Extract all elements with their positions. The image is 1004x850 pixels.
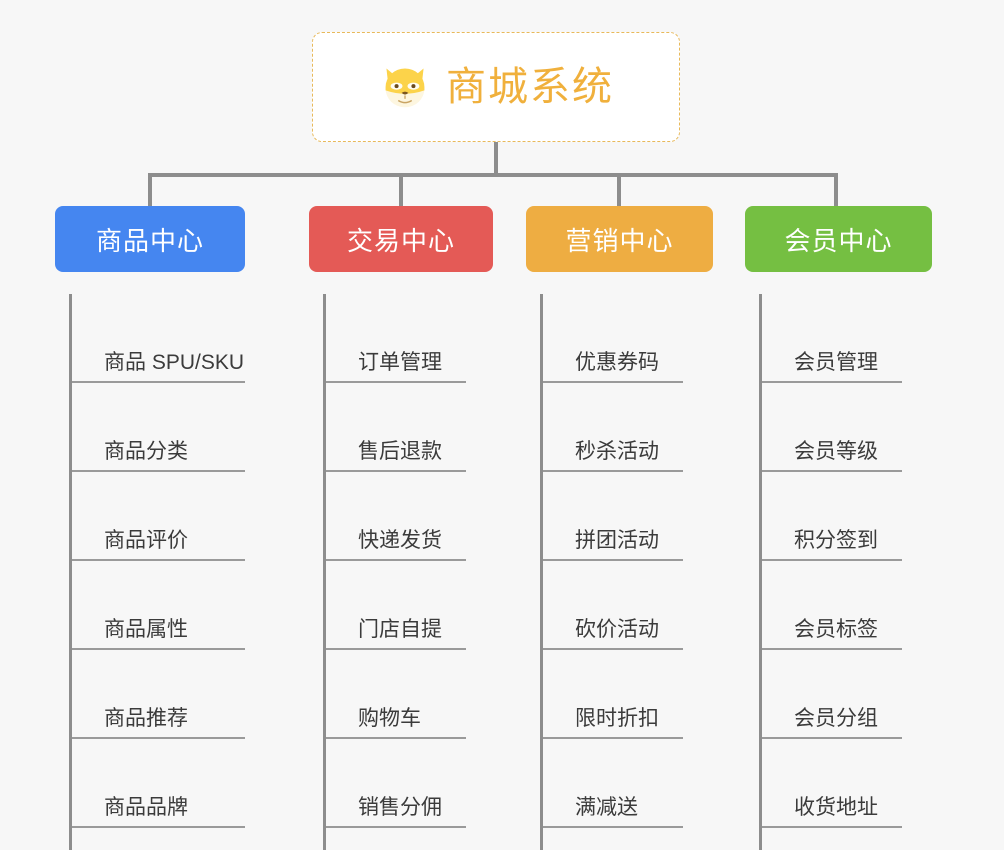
item-label: 销售分佣 <box>326 795 466 828</box>
item-label: 快递发货 <box>326 528 466 561</box>
item-label: 会员管理 <box>762 350 902 383</box>
list-item[interactable]: 售后退款 <box>326 383 499 472</box>
list-item[interactable]: 优惠券码 <box>543 294 716 383</box>
item-label: 会员分组 <box>762 706 902 739</box>
category-header-label: 营销中心 <box>565 225 674 256</box>
connector-drop-4 <box>834 173 838 207</box>
root-title: 商城系统 <box>446 65 614 109</box>
category-header-member[interactable]: 会员中心 <box>745 206 932 272</box>
list-item[interactable]: 会员标签 <box>762 561 935 650</box>
list-item[interactable]: 商品分类 <box>72 383 245 472</box>
category-items-member: 会员管理 会员等级 积分签到 会员标签 会员分组 收货地址 <box>759 294 935 850</box>
list-item[interactable]: 商品评价 <box>72 472 245 561</box>
list-item[interactable]: 会员管理 <box>762 294 935 383</box>
root-node-mall-system[interactable]: 商城系统 <box>312 32 680 142</box>
connector-horizontal-bar <box>148 173 838 177</box>
list-item[interactable]: 秒杀活动 <box>543 383 716 472</box>
item-label: 商品分类 <box>72 439 245 472</box>
list-item[interactable]: 限时折扣 <box>543 650 716 739</box>
item-label: 会员标签 <box>762 617 902 650</box>
list-item[interactable]: 收货地址 <box>762 739 935 828</box>
list-item[interactable]: 订单管理 <box>326 294 499 383</box>
item-label: 商品评价 <box>72 528 245 561</box>
category-header-marketing[interactable]: 营销中心 <box>526 206 713 272</box>
category-header-label: 交易中心 <box>346 225 455 256</box>
list-item[interactable]: 积分签到 <box>762 472 935 561</box>
item-label: 门店自提 <box>326 617 466 650</box>
item-label: 拼团活动 <box>543 528 683 561</box>
list-item[interactable]: 商品属性 <box>72 561 245 650</box>
list-item[interactable]: 商品品牌 <box>72 739 245 828</box>
connector-drop-3 <box>617 173 621 207</box>
list-item[interactable]: 会员等级 <box>762 383 935 472</box>
list-item[interactable]: 购物车 <box>326 650 499 739</box>
shiba-dog-icon <box>385 68 425 108</box>
connector-drop-1 <box>148 173 152 207</box>
item-label: 商品 SPU/SKU <box>72 350 245 383</box>
list-item[interactable]: 商品 SPU/SKU <box>72 294 245 383</box>
item-label: 购物车 <box>326 706 466 739</box>
category-items-product: 商品 SPU/SKU 商品分类 商品评价 商品属性 商品推荐 商品品牌 <box>69 294 245 850</box>
list-item[interactable]: 会员分组 <box>762 650 935 739</box>
connector-root-stem <box>494 142 498 176</box>
item-label: 会员等级 <box>762 439 902 472</box>
list-item[interactable]: 门店自提 <box>326 561 499 650</box>
item-label: 秒杀活动 <box>543 439 683 472</box>
item-label: 商品品牌 <box>72 795 245 828</box>
item-label: 积分签到 <box>762 528 902 561</box>
item-label: 收货地址 <box>762 795 902 828</box>
item-label: 商品推荐 <box>72 706 245 739</box>
list-item[interactable]: 商品推荐 <box>72 650 245 739</box>
list-item[interactable]: 销售分佣 <box>326 739 499 828</box>
list-item[interactable]: 拼团活动 <box>543 472 716 561</box>
item-label: 满减送 <box>543 795 683 828</box>
category-column-member: 会员中心 会员管理 会员等级 积分签到 会员标签 会员分组 收货地址 <box>745 206 935 850</box>
item-label: 商品属性 <box>72 617 245 650</box>
category-column-trade: 交易中心 订单管理 售后退款 快递发货 门店自提 购物车 销售分佣 <box>309 206 499 850</box>
item-label: 订单管理 <box>326 350 466 383</box>
list-item[interactable]: 满减送 <box>543 739 716 828</box>
category-items-trade: 订单管理 售后退款 快递发货 门店自提 购物车 销售分佣 <box>323 294 499 850</box>
category-header-label: 会员中心 <box>784 225 893 256</box>
item-label: 限时折扣 <box>543 706 683 739</box>
connector-drop-2 <box>399 173 403 207</box>
item-label: 砍价活动 <box>543 617 683 650</box>
category-header-trade[interactable]: 交易中心 <box>309 206 493 272</box>
list-item[interactable]: 快递发货 <box>326 472 499 561</box>
category-header-label: 商品中心 <box>95 225 204 256</box>
category-column-product: 商品中心 商品 SPU/SKU 商品分类 商品评价 商品属性 商品推荐 商品品牌 <box>55 206 245 850</box>
item-label: 优惠券码 <box>543 350 683 383</box>
item-label: 售后退款 <box>326 439 466 472</box>
category-column-marketing: 营销中心 优惠券码 秒杀活动 拼团活动 砍价活动 限时折扣 满减送 <box>526 206 716 850</box>
category-items-marketing: 优惠券码 秒杀活动 拼团活动 砍价活动 限时折扣 满减送 <box>540 294 716 850</box>
list-item[interactable]: 砍价活动 <box>543 561 716 650</box>
category-header-product[interactable]: 商品中心 <box>55 206 245 272</box>
